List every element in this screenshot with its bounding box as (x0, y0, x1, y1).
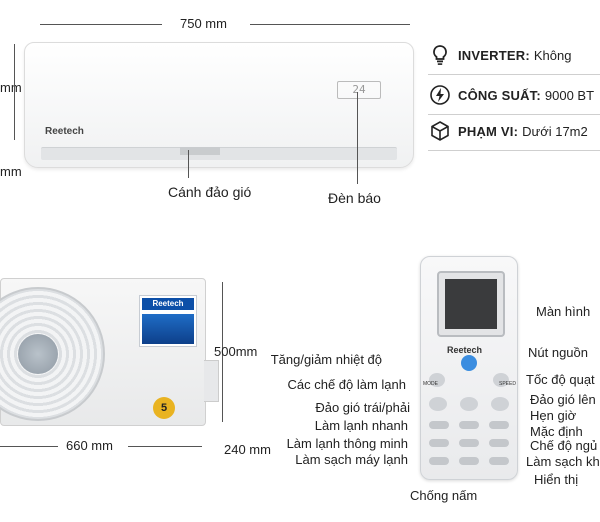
speed-button-label: SPEED (499, 381, 516, 387)
outdoor-unit: Reetech 5 (0, 278, 206, 426)
outdoor-depth-label: 240 mm (224, 442, 271, 457)
clean-button[interactable] (429, 457, 449, 465)
turbo-button[interactable] (429, 421, 449, 429)
outdoor-plate-graphic (142, 314, 194, 344)
indoor-section: 750 mm mm mm Reetech 24 Cánh đảo gió Đèn… (0, 0, 428, 215)
remote-label-sleep: Chế độ ngủ (530, 438, 598, 453)
remote: Reetech MODE SPEED (420, 256, 518, 480)
spec-range: PHẠM VI: Dưới 17m2 (428, 112, 600, 150)
width-dim-line-left (40, 24, 162, 25)
remote-label-clean: Làm sạch máy lạnh (295, 452, 408, 467)
spec-label: CÔNG SUẤT: (458, 87, 541, 103)
spec-inverter: INVERTER: Không (428, 36, 600, 74)
indoor-width-label: 750 mm (180, 16, 227, 31)
outdoor-height-line (222, 282, 223, 422)
remote-brand: Reetech (447, 345, 483, 355)
power-button[interactable] (461, 355, 477, 371)
health-button[interactable] (459, 439, 479, 447)
vane (180, 147, 220, 155)
outdoor-valve (204, 360, 219, 402)
remote-label-display: Hiển thị (534, 472, 579, 487)
indoor-brand: Reetech (45, 126, 84, 137)
outdoor-width-line-left (0, 446, 58, 447)
remote-label-swing-lr: Đảo gió trái/phải (315, 400, 410, 415)
indoor-display: 24 (337, 81, 381, 99)
default-button[interactable] (489, 421, 509, 429)
remote-label-modes: Các chế độ làm lạnh (287, 377, 406, 392)
outdoor-height-label: 500mm (214, 344, 258, 359)
swing-ud-button[interactable] (491, 397, 509, 411)
anti-fungus-button[interactable] (459, 457, 479, 465)
width-dim-line-right (250, 24, 410, 25)
remote-label-clean-alt: Làm sạch kh (526, 454, 600, 469)
outdoor-label-plate: Reetech (139, 295, 197, 347)
remote-label-antifungus: Chống nấm (410, 488, 478, 503)
height-dim-line (14, 44, 15, 140)
remote-label-timer: Hẹn giờ (530, 408, 577, 423)
lightning-icon (428, 83, 452, 107)
remote-screen-frame (437, 271, 505, 337)
fan-hub (18, 334, 58, 374)
spec-value: Dưới 17m2 (522, 123, 588, 139)
cube-icon (428, 119, 452, 143)
mode-button[interactable] (429, 373, 445, 387)
spec-value: Không (533, 47, 572, 63)
spec-value: 9000 BT (544, 87, 595, 103)
outdoor-section: Reetech 5 500mm 660 mm 240 mm (0, 260, 290, 460)
remote-label-smart: Làm lạnh thông minh (286, 436, 408, 451)
speed-button[interactable] (493, 373, 509, 387)
sleep-button[interactable] (489, 439, 509, 447)
indicator-pointer (357, 92, 358, 184)
warranty-badge: 5 (153, 397, 175, 419)
remote-label-speed: Tốc độ quạt (526, 372, 595, 387)
mode-button-label: MODE (423, 381, 438, 387)
swing-lr-button[interactable] (429, 397, 447, 411)
indicator-label: Đèn báo (328, 190, 381, 206)
down-button[interactable] (460, 397, 478, 411)
remote-label-swing-ud: Đảo gió lên (530, 392, 596, 407)
outdoor-width-label: 660 mm (66, 438, 113, 453)
indoor-depth-label: mm (0, 164, 22, 179)
remote-label-default: Mặc định (530, 424, 583, 439)
spec-divider (428, 150, 600, 151)
remote-screen (445, 279, 497, 329)
fan-grille (0, 287, 105, 421)
indoor-unit: Reetech 24 (24, 42, 414, 168)
bulb-icon (428, 43, 452, 67)
remote-label-power: Nút nguồn (528, 345, 588, 360)
smart-cool-button[interactable] (429, 439, 449, 447)
spec-capacity: CÔNG SUẤT: 9000 BT (428, 76, 600, 114)
outdoor-width-line-right (128, 446, 202, 447)
remote-label-temp: Tăng/giảm nhiệt độ (270, 352, 382, 367)
spec-label: PHẠM VI: (458, 123, 519, 139)
vane-pointer (188, 150, 189, 178)
spec-divider (428, 114, 600, 115)
indoor-height-label: mm (0, 80, 22, 95)
vane-label: Cánh đảo gió (168, 184, 252, 200)
display-button[interactable] (489, 457, 509, 465)
remote-label-screen: Màn hình (536, 304, 591, 319)
spec-label: INVERTER: (458, 47, 530, 63)
spec-divider (428, 74, 600, 75)
outdoor-brand: Reetech (142, 298, 194, 310)
timer-button[interactable] (459, 421, 479, 429)
remote-label-turbo: Làm lạnh nhanh (314, 418, 408, 433)
